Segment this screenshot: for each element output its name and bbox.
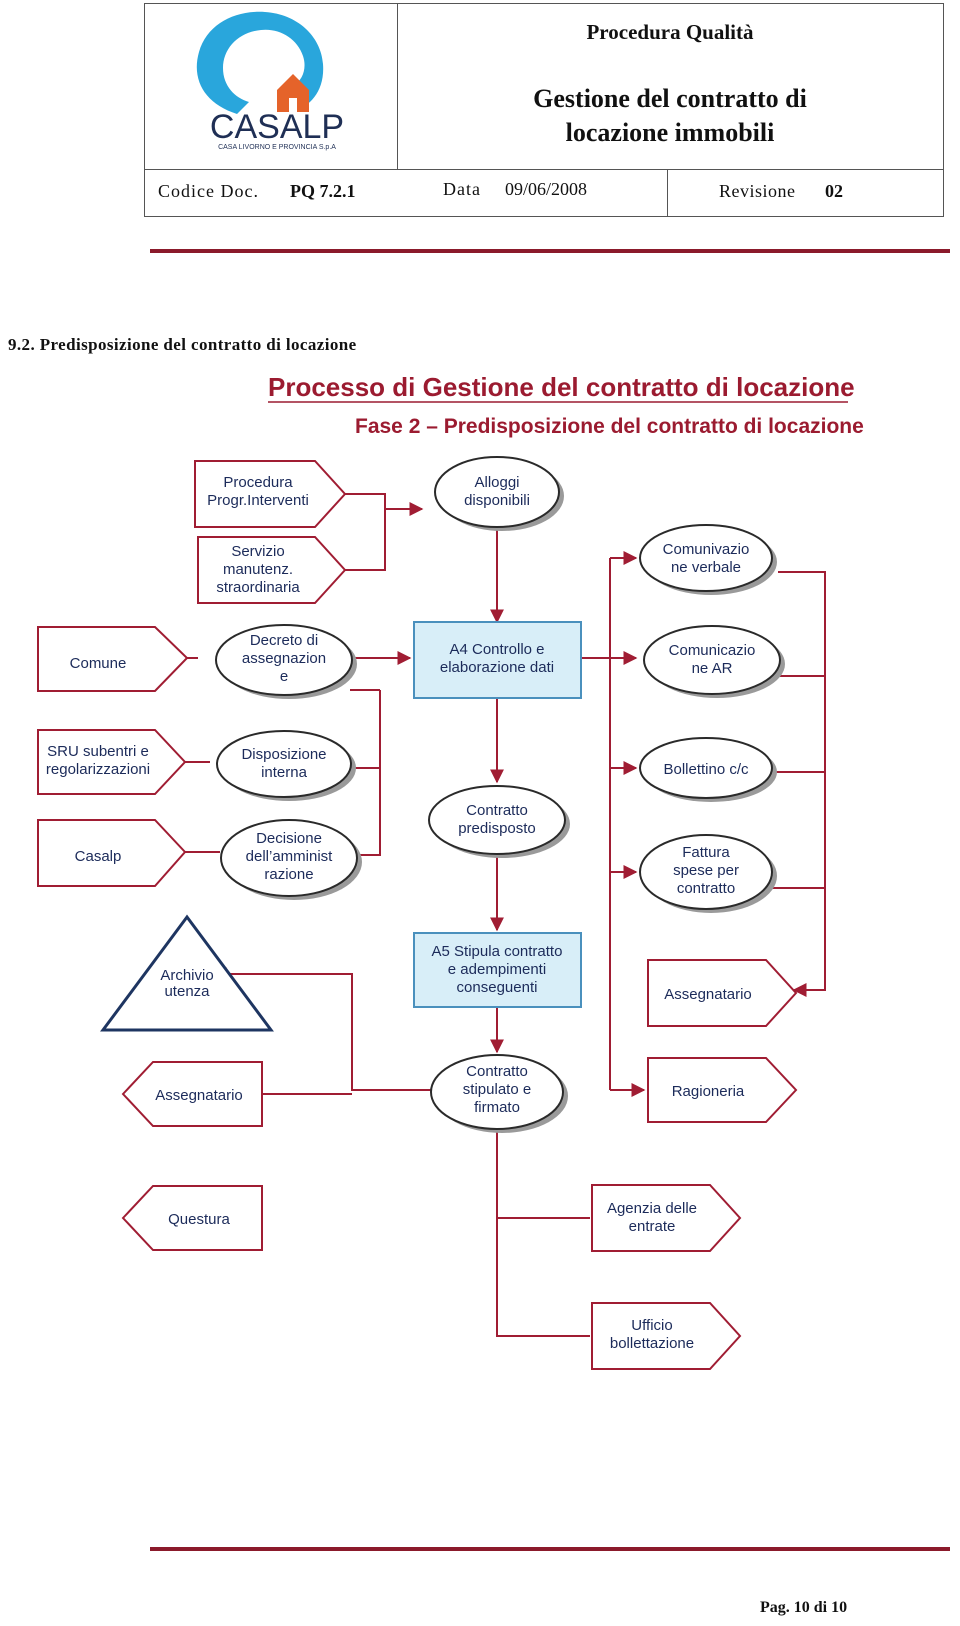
svg-text:Comune: Comune: [70, 655, 127, 672]
node-ragioneria: Ragioneria: [647, 1057, 798, 1123]
node-bollettino: Bollettino c/c: [639, 737, 777, 802]
svg-text:Bollettino c/c: Bollettino c/c: [663, 761, 749, 778]
node-casalp: Casalp: [37, 819, 187, 887]
revision-label: Revisione: [719, 181, 796, 201]
diagram-subtitle: Fase 2 – Predisposizione del contratto d…: [355, 415, 864, 438]
code-value: PQ 7.2.1: [290, 181, 356, 201]
svg-text:Assegnatario: Assegnatario: [664, 986, 752, 1003]
svg-text:Casalp: Casalp: [75, 848, 122, 865]
date-value: 09/06/2008: [505, 179, 588, 199]
date-label: Data: [443, 179, 481, 199]
header-divider: [397, 4, 398, 169]
logo-wordmark: CASALP: [210, 108, 344, 146]
header-divider: [145, 169, 943, 170]
section-heading: 9.2. Predisposizione del contratto di lo…: [8, 335, 357, 354]
process-flowchart: Processo di Gestione del contratto di lo…: [37, 372, 864, 1370]
header-divider: [667, 169, 668, 217]
node-assegnatario-left: Assegnatario: [121, 1061, 263, 1127]
header-rule: [150, 249, 950, 253]
document-title-line2: locazione immobili: [565, 118, 775, 147]
document-header: CASALP CASA LIVORNO E PROVINCIA S.p.A Pr…: [144, 3, 944, 217]
node-questura: Questura: [121, 1185, 263, 1251]
node-comune: Comune: [37, 626, 189, 692]
procedure-type: Procedura Qualità: [586, 20, 754, 44]
svg-text:Assegnatario: Assegnatario: [155, 1087, 243, 1104]
footer-rule: [150, 1547, 950, 1551]
svg-text:Questura: Questura: [168, 1211, 230, 1228]
logo-subtitle: CASA LIVORNO E PROVINCIA S.p.A: [218, 144, 336, 151]
code-label: Codice Doc.: [158, 181, 259, 201]
svg-text:Ragioneria: Ragioneria: [672, 1083, 745, 1100]
casalp-logo: CASALP CASA LIVORNO E PROVINCIA S.p.A: [196, 11, 344, 151]
page-number: Pag. 10 di 10: [760, 1599, 848, 1616]
document-title-line1: Gestione del contratto di: [533, 84, 807, 113]
node-assegnatario-right: Assegnatario: [647, 959, 798, 1027]
connectors: [185, 493, 826, 1337]
revision-value: 02: [825, 181, 843, 201]
diagram-title: Processo di Gestione del contratto di lo…: [268, 372, 855, 402]
